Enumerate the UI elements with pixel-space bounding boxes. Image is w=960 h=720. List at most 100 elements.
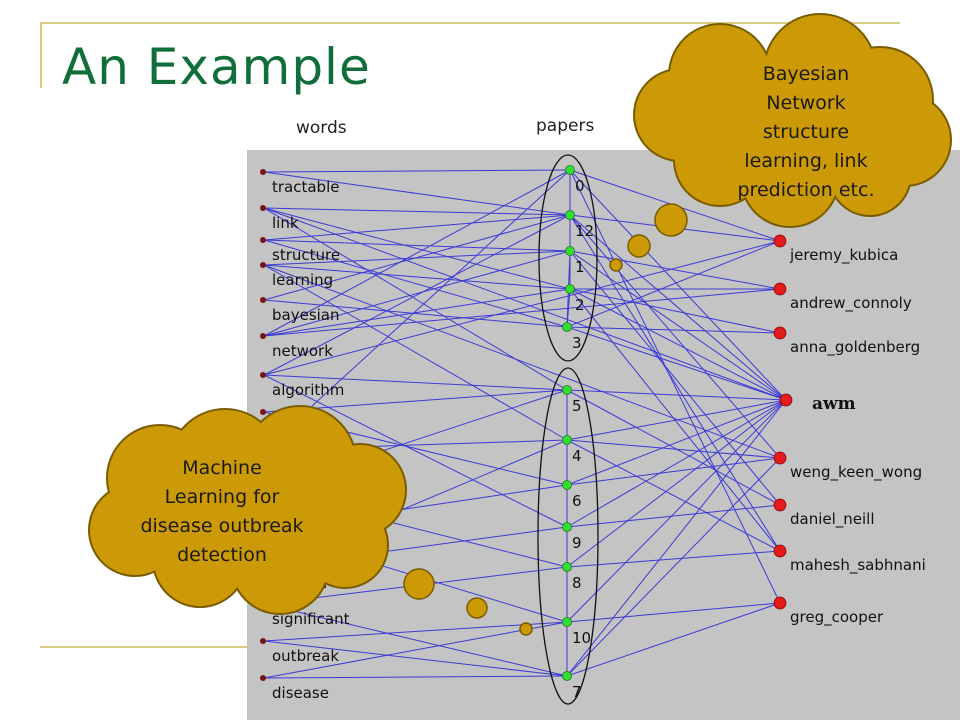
paper-cluster-outline: [537, 367, 599, 705]
paper-label: 9: [572, 534, 582, 552]
edge-line: [569, 250, 787, 401]
paper-cluster-outline: [538, 154, 598, 362]
edge-line: [263, 171, 571, 216]
edge-line: [566, 240, 781, 328]
paper-node: [565, 210, 575, 220]
edge-line: [566, 550, 781, 568]
edge-line: [566, 439, 781, 459]
edge-line: [566, 602, 781, 623]
edge-line: [263, 214, 571, 241]
paper-node: [562, 385, 572, 395]
paper-node: [562, 617, 572, 627]
edge-line: [263, 299, 568, 328]
author-label: jeremy_kubica: [789, 246, 898, 265]
edge-line: [263, 239, 571, 252]
cloud-bubble: [654, 203, 688, 237]
edge-line: [566, 389, 787, 401]
cloud-puff: [243, 468, 347, 572]
edge-line: [263, 169, 571, 173]
author-node: [773, 498, 787, 512]
callout-cloud-bottom: [88, 405, 533, 636]
callout-bottom-text: detection: [177, 544, 267, 566]
edge-line: [263, 214, 571, 301]
edge-line: [569, 169, 781, 604]
author-node: [773, 282, 787, 296]
word-label: outbreak: [272, 647, 339, 665]
cloud-bubble: [466, 597, 488, 619]
edge-line: [263, 675, 568, 679]
paper-label: 6: [572, 492, 582, 510]
paper-label: 2: [575, 296, 585, 314]
word-label: disease: [272, 684, 329, 702]
edge-line: [263, 264, 568, 441]
callout-bottom-text: Learning for: [165, 486, 280, 508]
author-node: [773, 326, 787, 340]
edge-line: [263, 169, 571, 337]
paper-label: 7: [572, 683, 582, 701]
author-node: [773, 544, 787, 558]
author-node: [773, 596, 787, 610]
edge-line: [263, 250, 571, 337]
edge-line: [263, 621, 568, 642]
edge-line: [566, 399, 787, 528]
word-node: [260, 262, 266, 268]
edge-line: [263, 288, 781, 337]
paper-label: 1: [575, 258, 585, 276]
edge-line: [566, 457, 781, 677]
edge-line: [566, 399, 787, 677]
edge-line: [263, 207, 571, 290]
edge-line: [263, 240, 781, 376]
cloud-bubble: [403, 568, 435, 600]
cloud-bubble: [627, 234, 651, 258]
word-node: [260, 409, 266, 415]
word-node: [260, 205, 266, 211]
edge-line: [569, 288, 787, 401]
cloud-bubble: [609, 258, 623, 272]
paper-label: 12: [575, 222, 594, 240]
word-label: network: [272, 342, 333, 360]
paper-node: [562, 480, 572, 490]
paper-node: [565, 246, 575, 256]
edge-line: [263, 640, 568, 677]
edge-line: [263, 264, 781, 459]
word-label: significant: [272, 610, 350, 628]
edge-line: [569, 169, 787, 401]
paper-node: [562, 435, 572, 445]
word-label: algorithm: [272, 381, 344, 399]
paper-node: [562, 522, 572, 532]
edge-line: [566, 399, 787, 568]
edge-line: [569, 250, 781, 290]
edge-line: [263, 214, 571, 376]
paper-node: [565, 165, 575, 175]
edge-line: [566, 326, 781, 334]
word-label: structure: [272, 246, 340, 264]
author-node: [779, 393, 793, 407]
edge-line: [566, 602, 781, 677]
author-node: [773, 451, 787, 465]
edge-line: [566, 504, 781, 528]
edge-line: [263, 374, 568, 528]
edge-line: [263, 169, 571, 451]
paper-label: 8: [572, 574, 582, 592]
callout-cloud-top: [609, 13, 952, 272]
word-label: link: [272, 214, 299, 232]
cloud-bubble: [519, 622, 533, 636]
edge-line: [263, 374, 568, 391]
edge-line: [263, 207, 787, 401]
paper-label: 3: [572, 334, 582, 352]
author-label: mahesh_sabhnani: [790, 556, 926, 575]
slide-title: An Example: [62, 38, 371, 96]
edge-line: [263, 621, 568, 679]
word-node: [260, 297, 266, 303]
word-label: learning: [272, 271, 333, 289]
callout-bottom-text: Machine: [182, 457, 262, 479]
callout-top-text: Network: [766, 92, 845, 114]
cloud-puff: [90, 485, 180, 575]
edge-line: [569, 250, 781, 506]
author-label: awm: [812, 394, 856, 414]
paper-label: 4: [572, 447, 582, 465]
edge-line: [263, 288, 571, 337]
frame-line-top: [40, 22, 900, 24]
edge-line: [569, 214, 787, 401]
